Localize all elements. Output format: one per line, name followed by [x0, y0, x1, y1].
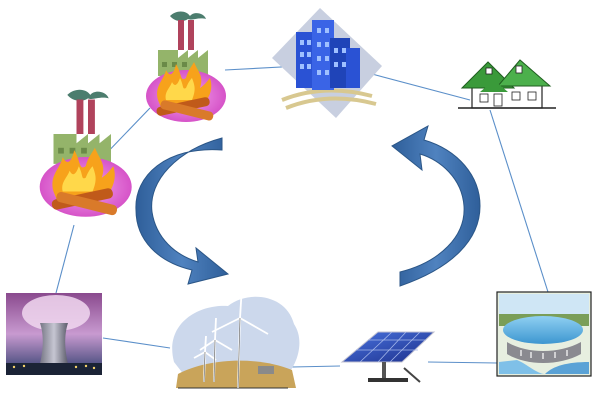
wind-turbine-icon [172, 285, 300, 389]
solar-panel-icon [340, 331, 436, 383]
factory-fire-icon [39, 89, 132, 217]
connector-wind-solar [291, 365, 341, 368]
nuclear-cooling-tower-icon [6, 293, 102, 375]
cycle-arrow-right [391, 124, 481, 287]
house-icon [458, 59, 556, 109]
office-building-icon [272, 8, 382, 118]
connector-nuclear-wind [102, 337, 171, 349]
connector-house-dam [489, 109, 549, 293]
connector-lines [55, 65, 549, 368]
hydro-dam-icon [496, 291, 592, 377]
connector-office-house [371, 73, 471, 101]
factory-fire-icon [146, 11, 226, 122]
cycle-arrow-left [135, 137, 230, 285]
connector-solar-dam [427, 361, 498, 364]
connector-factory-nuclear [55, 224, 75, 294]
